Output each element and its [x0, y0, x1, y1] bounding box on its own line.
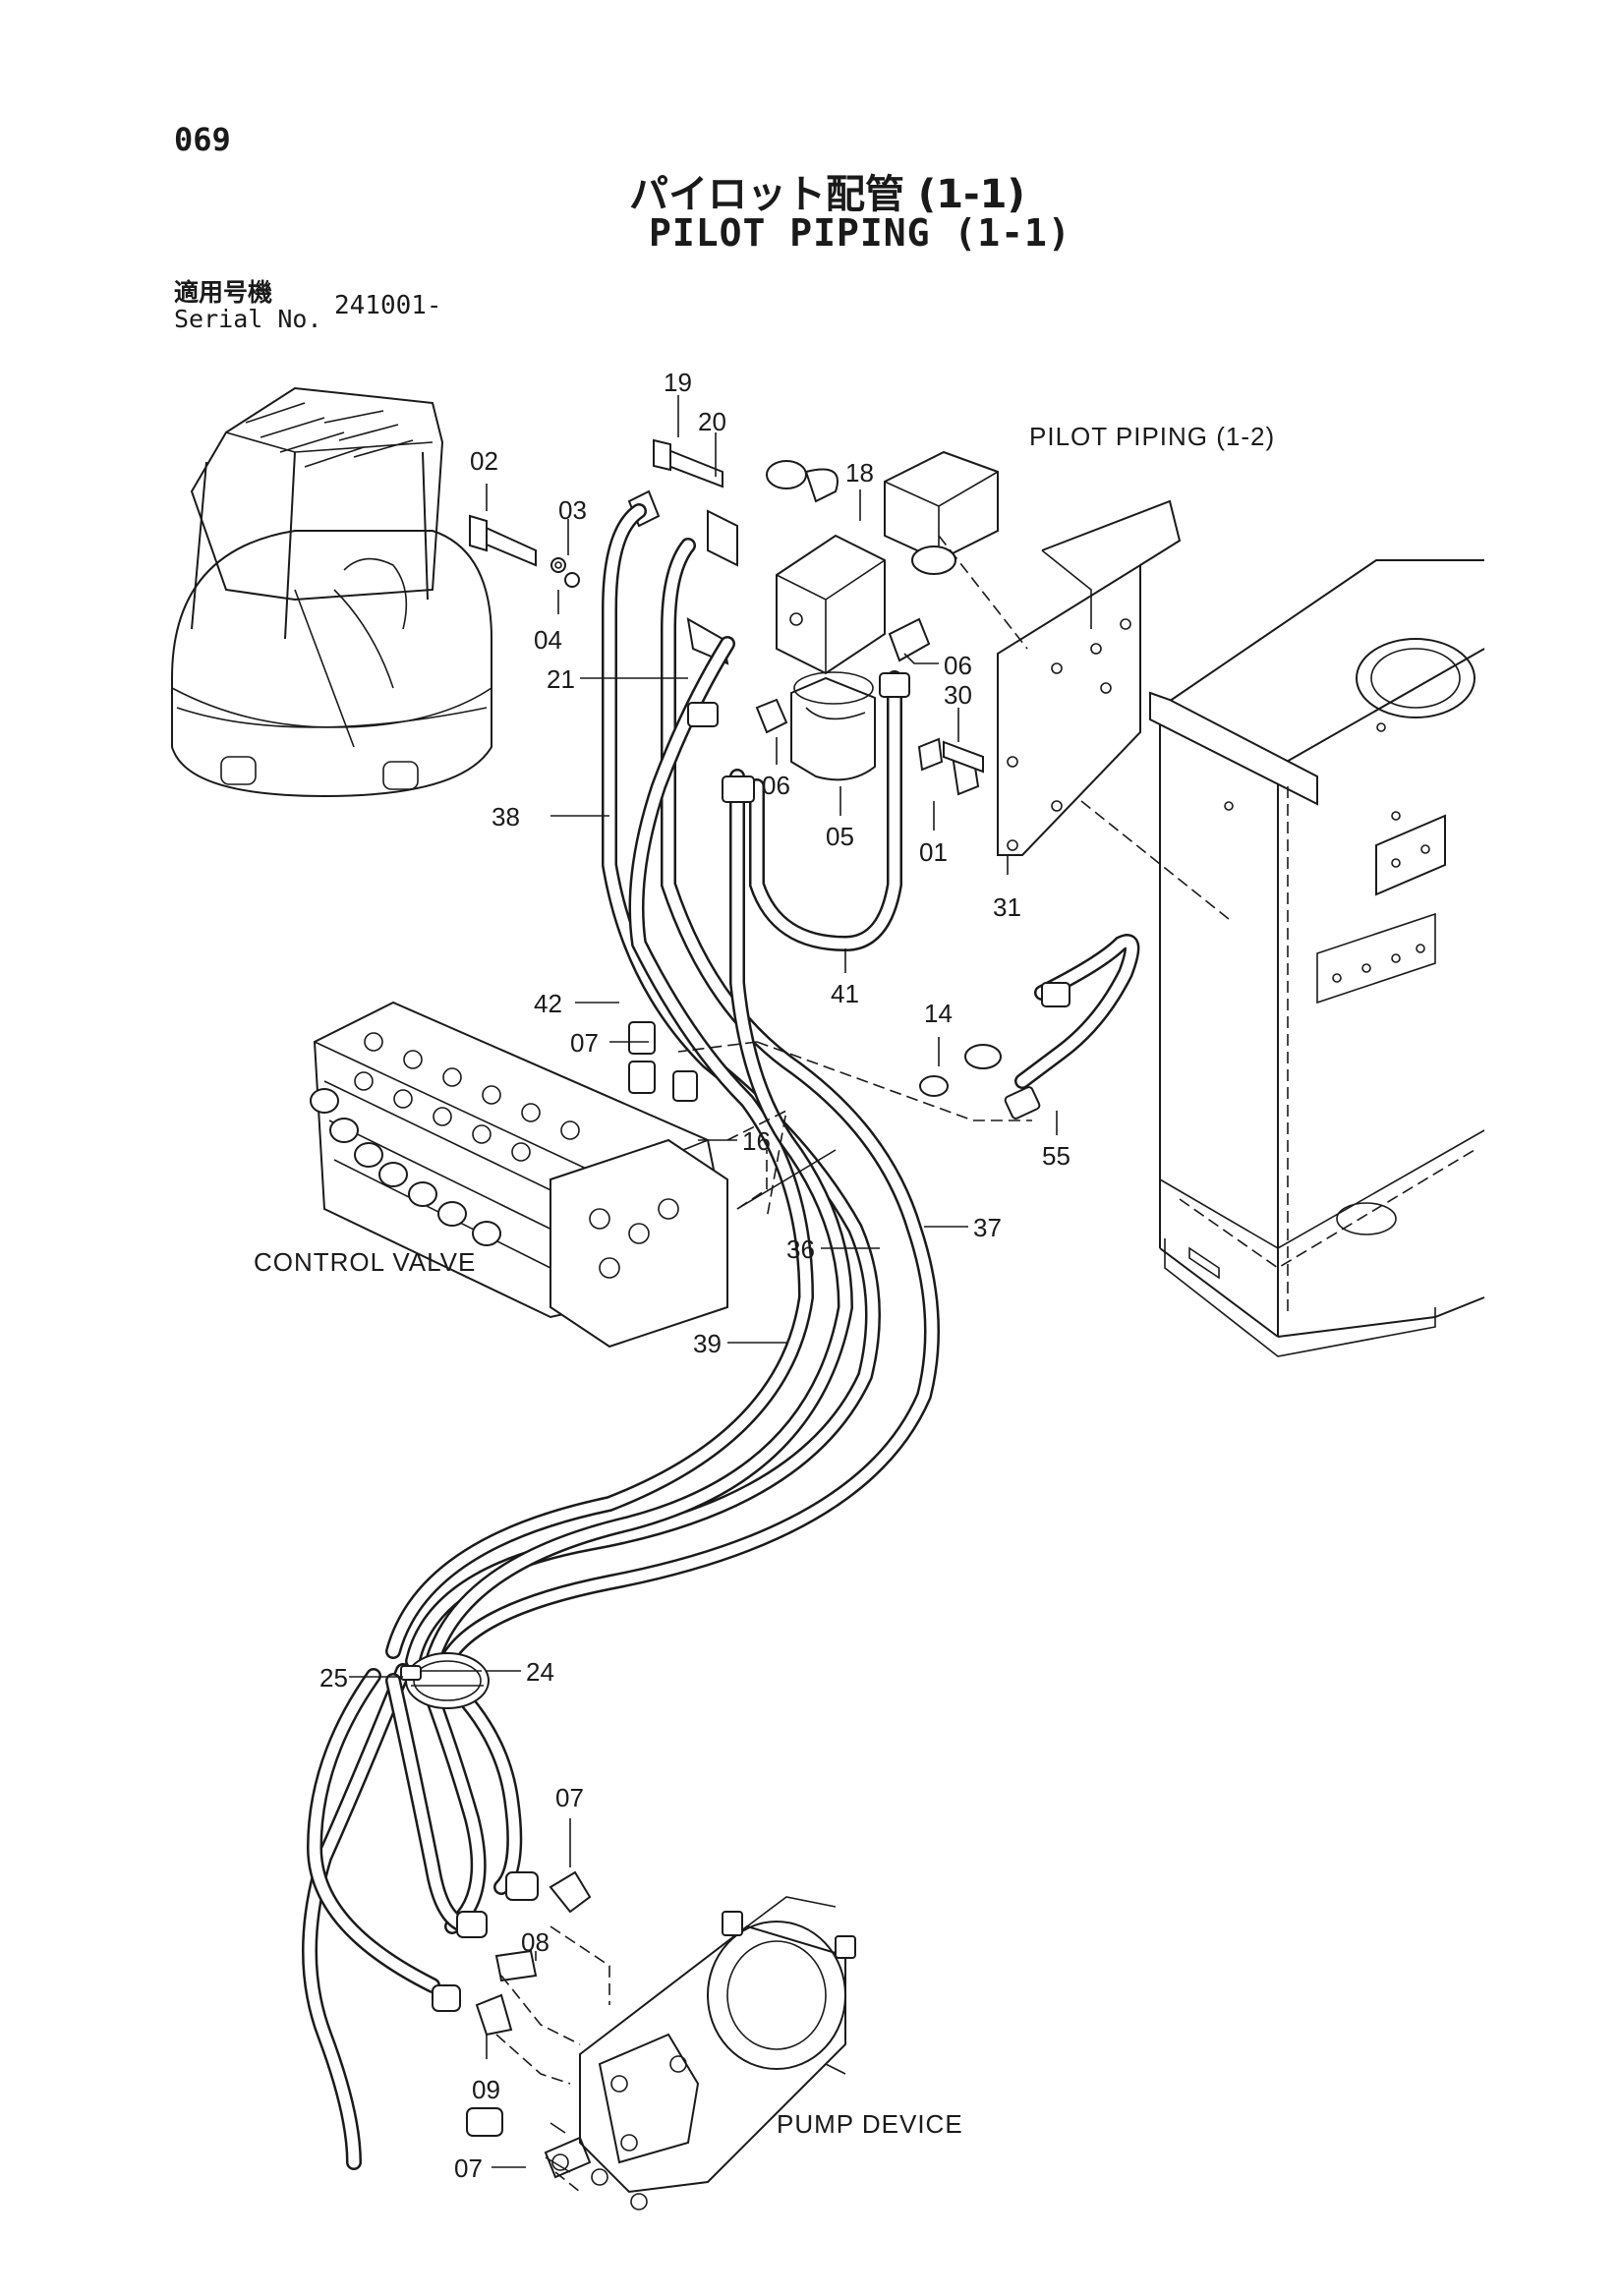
- serial-value: 241001-: [334, 291, 442, 320]
- part-30: 30: [944, 680, 972, 710]
- part-20: 20: [698, 407, 726, 436]
- leader-lines: [349, 395, 1058, 2168]
- hose-fittings: [432, 672, 1070, 2179]
- part-05: 05: [826, 822, 854, 851]
- part-02: 02: [470, 446, 498, 476]
- part-07-upper: 07: [570, 1028, 599, 1058]
- part-21: 21: [547, 664, 575, 694]
- part-09: 09: [472, 2075, 500, 2104]
- clamp: [400, 1652, 490, 1709]
- serial-label-english: Serial No.: [174, 305, 322, 333]
- excavator-overview: [171, 386, 492, 798]
- reference-lines: [495, 1041, 1032, 2193]
- part-01: 01: [919, 837, 948, 867]
- part-31: 31: [993, 892, 1021, 922]
- part-number-labels: 19 20 02 03 04 18 21 06 30 06 05 01 31 3…: [319, 368, 1070, 2183]
- part-55: 55: [1042, 1141, 1070, 1171]
- part-19: 19: [664, 368, 692, 397]
- part-07-middle: 07: [555, 1783, 584, 1812]
- page-number: 069: [174, 121, 231, 158]
- pilot-valve-block: [776, 450, 1028, 781]
- top-fittings: [469, 438, 984, 796]
- part-03: 03: [558, 495, 587, 525]
- part-36: 36: [786, 1234, 815, 1264]
- pump-device-label: PUMP DEVICE: [777, 2109, 963, 2139]
- part-25: 25: [319, 1663, 348, 1693]
- part-14: 14: [924, 999, 953, 1028]
- part-38: 38: [492, 802, 520, 832]
- part-24: 24: [526, 1657, 554, 1687]
- hoses: [302, 503, 1140, 2170]
- serial-label-japanese: 適用号機: [174, 278, 273, 307]
- part-37: 37: [973, 1213, 1002, 1242]
- control-valve: [310, 1001, 837, 1349]
- part-18: 18: [845, 458, 874, 488]
- part-06-lower: 06: [762, 771, 790, 800]
- hydraulic-tank: [1149, 559, 1485, 1357]
- control-valve-label: CONTROL VALVE: [254, 1247, 476, 1277]
- part-04: 04: [534, 625, 562, 655]
- part-41: 41: [831, 979, 859, 1008]
- part-07-lower: 07: [454, 2153, 483, 2183]
- pump-device: [545, 1896, 856, 2210]
- part-08: 08: [521, 1927, 550, 1957]
- part-42: 42: [534, 989, 562, 1018]
- bracket-31: [997, 499, 1230, 920]
- title-japanese: パイロット配管 (1-1): [629, 172, 1025, 217]
- part-16: 16: [742, 1126, 771, 1156]
- part-06-upper: 06: [944, 651, 972, 680]
- pilot-piping-reference-label: PILOT PIPING (1-2): [1029, 422, 1275, 451]
- title-english: PILOT PIPING (1-1): [649, 211, 1071, 255]
- part-39: 39: [693, 1329, 722, 1358]
